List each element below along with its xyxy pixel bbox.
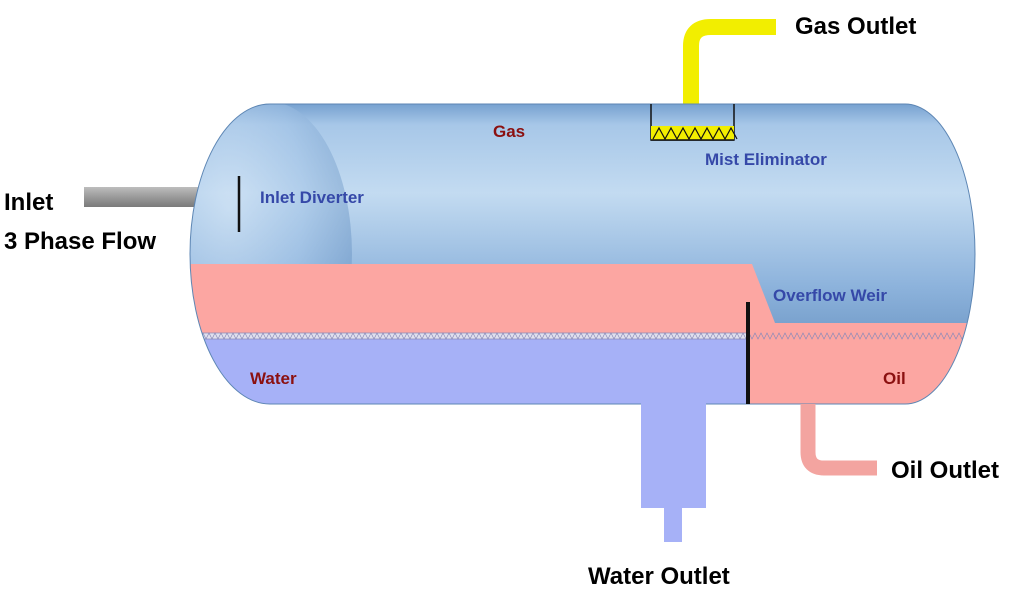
- overflow-weir-label: Overflow Weir: [773, 286, 887, 305]
- mist-eliminator-label: Mist Eliminator: [705, 150, 827, 169]
- water-outlet-label: Water Outlet: [588, 563, 730, 590]
- vessel-outline: [189, 103, 976, 405]
- gas-outlet-label: Gas Outlet: [795, 13, 916, 40]
- mist-eliminator: [650, 104, 738, 141]
- inlet-diverter-label: Inlet Diverter: [260, 188, 364, 207]
- inlet-pipe: [84, 187, 212, 207]
- water-outlet-pipe: [664, 506, 682, 542]
- oil-label: Oil: [883, 369, 906, 388]
- water-outlet-boot: [641, 400, 706, 508]
- oil-water-interface: [200, 333, 748, 339]
- gas-label: Gas: [493, 122, 525, 141]
- three-phase-flow-label: 3 Phase Flow: [4, 228, 156, 255]
- inlet-label: Inlet: [4, 189, 53, 216]
- water-phase: [190, 336, 748, 404]
- gas-outlet-pipe: [683, 19, 776, 104]
- water-label: Water: [250, 369, 297, 388]
- oil-outlet-label: Oil Outlet: [891, 457, 999, 484]
- separator-vessel: [190, 104, 975, 404]
- oil-outlet-pipe: [800, 404, 877, 476]
